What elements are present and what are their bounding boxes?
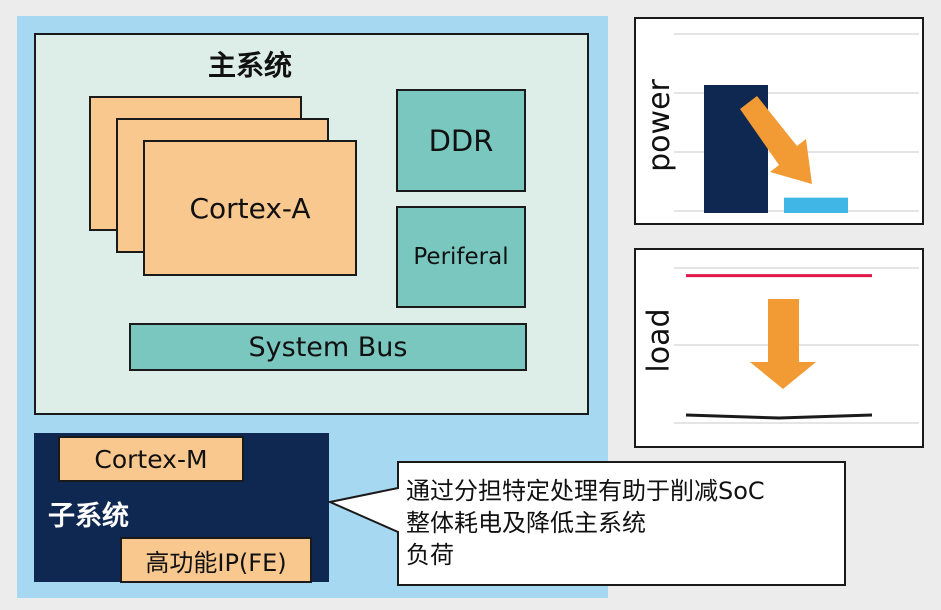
sub-system-title: 子系统	[48, 500, 129, 532]
load-line-after	[685, 413, 873, 420]
cortex-a-core: Cortex-A	[143, 140, 357, 276]
load-lines	[685, 274, 873, 420]
load-chart	[674, 267, 919, 424]
power-bar	[784, 197, 848, 213]
power-chart-panel	[634, 17, 924, 225]
system-bus-label: System Bus	[248, 331, 408, 363]
peripheral-label: Periferal	[413, 244, 509, 270]
high-function-ip-label: 高功能IP(FE)	[145, 548, 287, 577]
ddr-label: DDR	[428, 123, 494, 158]
power-axis-label-wrap: power	[624, 79, 694, 172]
cortex-m-label: Cortex-M	[94, 444, 208, 474]
load-axis-label: load	[641, 307, 677, 373]
callout-text: 通过分担特定处理有助于削减SoC 整体耗电及降低主系统 负荷	[406, 475, 846, 571]
load-arrow-icon	[750, 299, 816, 389]
load-axis-label-wrap: load	[624, 308, 694, 372]
peripheral-block: Periferal	[396, 206, 526, 308]
callout-line-2: 整体耗电及降低主系统	[406, 509, 646, 537]
system-bus: System Bus	[129, 323, 527, 371]
main-system-title: 主系统	[207, 49, 292, 82]
ddr-block: DDR	[396, 89, 526, 192]
power-axis-label: power	[641, 78, 677, 172]
cortex-m-block: Cortex-M	[58, 436, 244, 482]
power-arrow-icon	[740, 96, 812, 184]
cortex-a-label: Cortex-A	[189, 191, 311, 225]
callout-line-1: 通过分担特定处理有助于削减SoC	[406, 477, 765, 505]
callout-line-3: 负荷	[406, 541, 454, 569]
power-chart	[674, 33, 919, 213]
high-function-ip-block: 高功能IP(FE)	[120, 537, 312, 583]
